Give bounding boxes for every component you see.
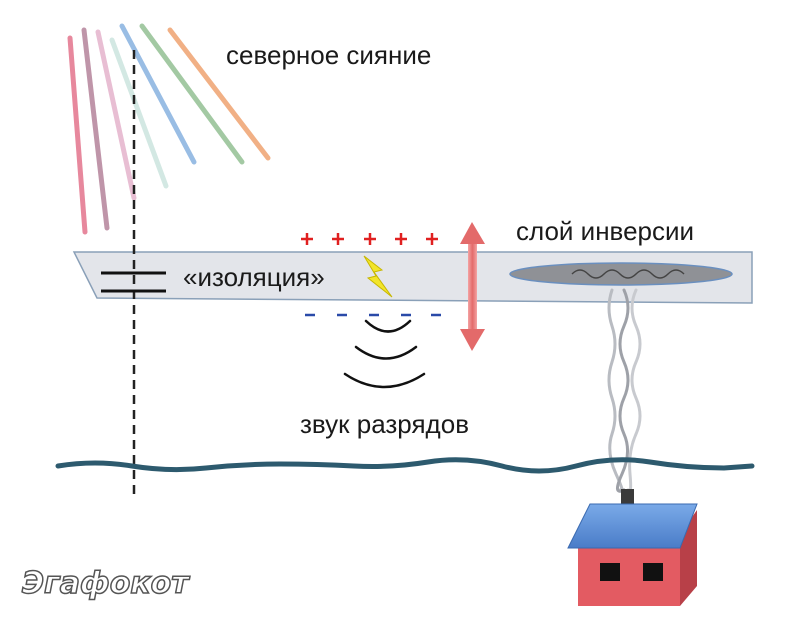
positive-charge bbox=[395, 233, 407, 245]
house-window bbox=[600, 563, 620, 581]
aurora-ray bbox=[109, 37, 169, 189]
aurora-ray bbox=[139, 23, 245, 165]
house-front-wall bbox=[578, 548, 680, 606]
inversion-layer-label: слой инверсии bbox=[516, 216, 695, 246]
capacitor-icon bbox=[101, 271, 166, 293]
aurora-rays bbox=[67, 23, 271, 235]
sound-wave bbox=[343, 372, 426, 389]
aurora-label: северное сияние bbox=[226, 40, 432, 70]
smoke-columns bbox=[607, 288, 642, 493]
discharge-sound-label: звук разрядов bbox=[300, 409, 469, 439]
aurora-ray bbox=[119, 23, 197, 165]
aurora-ray bbox=[95, 29, 137, 201]
lightning-icon bbox=[363, 255, 393, 298]
positive-charges bbox=[301, 233, 438, 245]
insulation-label: «изоляция» bbox=[183, 262, 325, 292]
house-icon bbox=[567, 489, 698, 606]
sound-wave bbox=[364, 319, 412, 333]
positive-charge bbox=[364, 233, 376, 245]
house-window bbox=[643, 563, 663, 581]
positive-charge bbox=[426, 233, 438, 245]
aurora-ray bbox=[67, 35, 88, 235]
house-roof bbox=[567, 503, 698, 549]
double-arrow-icon bbox=[460, 222, 485, 351]
aurora-ray bbox=[167, 27, 271, 161]
positive-charge bbox=[301, 233, 313, 245]
watermark-logo: Эгафокот bbox=[21, 565, 189, 602]
sound-waves-icon bbox=[343, 319, 426, 389]
ground-line bbox=[55, 457, 755, 474]
aurora-ray bbox=[81, 27, 110, 231]
sound-wave bbox=[354, 345, 418, 360]
positive-charge bbox=[332, 233, 344, 245]
smoke-squiggle bbox=[571, 269, 685, 279]
